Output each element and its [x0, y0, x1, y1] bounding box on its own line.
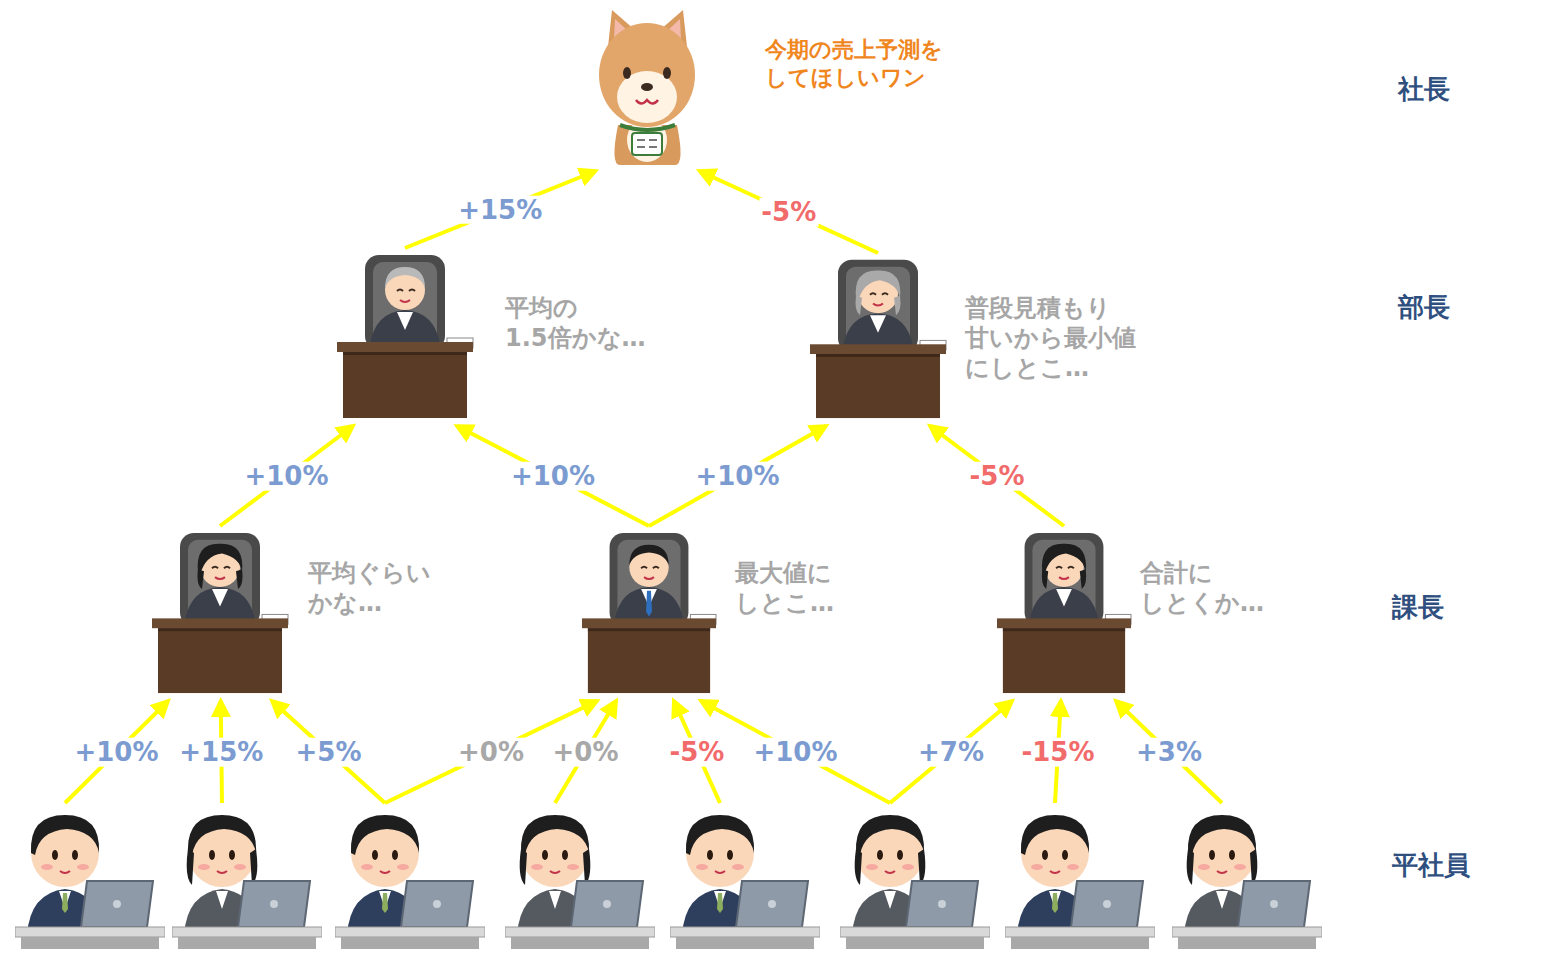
manager-illustration	[150, 528, 290, 695]
employee-illustration	[172, 805, 322, 953]
percent-label: +10%	[72, 738, 160, 767]
manager-node: 平均ぐらい かな…	[150, 528, 290, 695]
manager-node: 普段見積もり 甘いから最小値 にしとこ…	[808, 255, 948, 420]
percent-label: +10%	[242, 462, 330, 491]
level-label: 平社員	[1392, 848, 1470, 883]
level-label: 課長	[1392, 590, 1444, 625]
manager-illustration	[808, 255, 948, 420]
employee-illustration	[335, 805, 485, 953]
report-arrow	[457, 426, 649, 526]
employee-illustration	[15, 805, 165, 953]
thought-text: 普段見積もり 甘いから最小値 にしとこ…	[965, 293, 1136, 383]
employee-node	[335, 805, 485, 953]
percent-label: +7%	[916, 738, 986, 767]
level-label: 部長	[1398, 290, 1450, 325]
manager-node: 合計に しとくか…	[995, 528, 1133, 695]
employee-node	[1172, 805, 1322, 953]
report-arrow	[930, 426, 1064, 526]
employee-node	[172, 805, 322, 953]
percent-label: +15%	[456, 195, 544, 224]
percent-label: -5%	[759, 198, 818, 227]
report-arrow	[701, 701, 890, 803]
employee-node	[1005, 805, 1155, 953]
dog-illustration	[590, 5, 705, 165]
report-arrow	[405, 171, 596, 248]
percent-label: +5%	[294, 738, 364, 767]
percent-label: +15%	[177, 738, 265, 767]
employee-illustration	[1172, 805, 1322, 953]
manager-illustration	[580, 528, 718, 695]
manager-illustration	[335, 250, 475, 420]
percent-label: +0%	[456, 738, 526, 767]
employee-node	[670, 805, 820, 953]
report-arrow	[890, 701, 1012, 803]
president-node: 今期の売上予測を してほしいワン	[590, 5, 705, 165]
level-label: 社長	[1398, 72, 1450, 107]
speech-text: 今期の売上予測を してほしいワン	[765, 36, 943, 91]
employee-node	[505, 805, 655, 953]
percent-label: -15%	[1019, 738, 1096, 767]
report-arrow	[700, 171, 879, 253]
employee-node	[840, 805, 990, 953]
percent-label: +10%	[693, 462, 781, 491]
percent-label: +0%	[551, 738, 621, 767]
employee-illustration	[505, 805, 655, 953]
manager-node: 平均の 1.5倍かな…	[335, 250, 475, 420]
thought-text: 平均の 1.5倍かな…	[505, 293, 646, 353]
percent-label: +3%	[1134, 738, 1204, 767]
employee-illustration	[1005, 805, 1155, 953]
manager-node: 最大値に しとこ…	[580, 528, 718, 695]
percent-label: +10%	[751, 738, 839, 767]
employee-illustration	[840, 805, 990, 953]
employee-illustration	[670, 805, 820, 953]
thought-text: 合計に しとくか…	[1140, 558, 1264, 618]
employee-node	[15, 805, 165, 953]
percent-label: +10%	[509, 462, 597, 491]
report-arrow	[65, 701, 168, 803]
manager-illustration	[995, 528, 1133, 695]
report-arrow	[1116, 701, 1222, 803]
percent-label: -5%	[968, 462, 1027, 491]
thought-text: 平均ぐらい かな…	[308, 558, 431, 618]
thought-text: 最大値に しとこ…	[735, 558, 834, 618]
report-arrow	[272, 701, 385, 803]
report-arrow	[220, 426, 353, 526]
report-arrow	[649, 426, 826, 526]
percent-label: -5%	[667, 738, 726, 767]
